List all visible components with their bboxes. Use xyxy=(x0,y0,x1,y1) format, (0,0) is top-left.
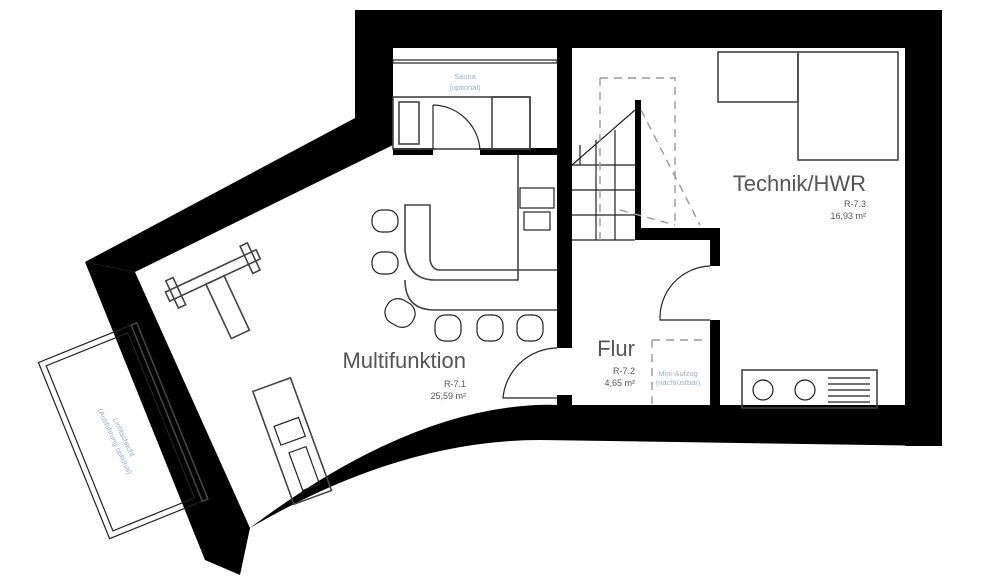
room-name-flur: Flur xyxy=(597,336,635,361)
room-code-flur: R-7.2 xyxy=(613,366,635,376)
lift-outline xyxy=(651,339,706,410)
room-name-multifunktion: Multifunktion xyxy=(342,348,466,373)
bench-equipment xyxy=(251,376,333,506)
technik-equipment xyxy=(717,51,899,409)
sauna-label: Sauna xyxy=(454,72,477,81)
room-area-multifunktion: 25,59 m² xyxy=(430,391,466,401)
room-area-technik: 16,93 m² xyxy=(830,211,866,221)
light-shaft xyxy=(37,321,209,540)
interior-walls xyxy=(392,48,720,410)
room-name-technik: Technik/HWR xyxy=(733,171,866,196)
sauna-optional-label: (optional) xyxy=(449,83,481,92)
stairs xyxy=(571,77,701,241)
room-area-flur: 4,65 m² xyxy=(604,378,635,388)
lift-label: Mini-Aufzug xyxy=(658,369,698,378)
doors xyxy=(502,265,711,399)
room-code-technik: R-7.3 xyxy=(844,199,866,209)
room-code-multifunktion: R-7.1 xyxy=(444,379,466,389)
outer-walls xyxy=(85,10,942,575)
lift-note: (nachrüstbar) xyxy=(656,378,701,387)
sauna xyxy=(392,96,531,151)
gym-equipment xyxy=(164,241,262,340)
kitchen-counter xyxy=(371,155,557,342)
